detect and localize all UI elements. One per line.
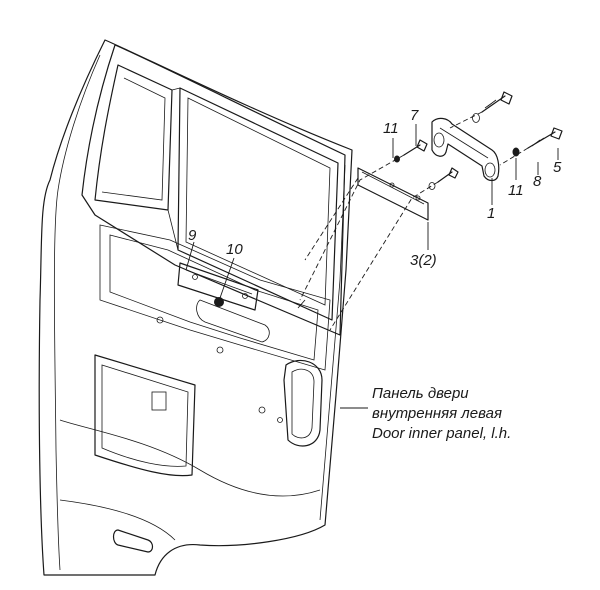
note-line-en: Door inner panel, l.h. bbox=[372, 425, 511, 442]
grab-handle bbox=[431, 117, 500, 182]
armrest-cutout bbox=[196, 299, 270, 343]
note-line-ru-2: внутренняя левая bbox=[372, 405, 502, 422]
callout-11-top: 11 bbox=[383, 120, 399, 137]
door-rear-edge bbox=[319, 164, 346, 521]
callout-5: 5 bbox=[553, 159, 562, 176]
door-lower-curve bbox=[59, 419, 321, 497]
washer-top bbox=[472, 113, 480, 123]
plate-washer-2 bbox=[428, 182, 436, 190]
door-inner-edge bbox=[53, 54, 101, 571]
window-glass-main bbox=[177, 87, 339, 321]
bolt-top bbox=[481, 91, 513, 113]
oval-recess bbox=[283, 359, 323, 447]
washer-right bbox=[512, 147, 520, 157]
pocket-clip bbox=[151, 391, 167, 411]
window-glass-front-inner bbox=[101, 77, 166, 201]
callout-1: 1 bbox=[487, 205, 495, 222]
mounting-bracket bbox=[177, 262, 259, 311]
callout-3: 3(2) bbox=[410, 252, 437, 269]
oval-recess-inner bbox=[291, 368, 315, 439]
hole-1 bbox=[156, 316, 164, 324]
hole-3 bbox=[258, 406, 266, 414]
hole-4 bbox=[277, 417, 283, 423]
window-glass-front bbox=[94, 64, 173, 211]
door-pocket bbox=[94, 354, 196, 477]
callout-9: 9 bbox=[188, 227, 197, 244]
panel-recess bbox=[99, 224, 331, 371]
window-glass-main-inner bbox=[185, 97, 331, 306]
callout-11-right: 11 bbox=[508, 182, 524, 199]
door-sill-curve bbox=[59, 499, 176, 541]
callout-8: 8 bbox=[533, 173, 542, 190]
note-line-ru-1: Панель двери bbox=[372, 385, 469, 402]
lower-slot bbox=[112, 529, 154, 553]
bolt-right bbox=[527, 127, 563, 149]
window-pillar bbox=[167, 87, 181, 251]
door-pocket-inner bbox=[101, 364, 189, 467]
hole-2 bbox=[216, 346, 224, 354]
window-frame-outer bbox=[81, 44, 346, 336]
handle-plate bbox=[357, 167, 429, 221]
bracket-fastener bbox=[214, 297, 224, 307]
callout-7: 7 bbox=[410, 107, 419, 124]
panel-recess-inner bbox=[109, 234, 319, 361]
callout-10: 10 bbox=[226, 241, 243, 258]
door-outline bbox=[38, 39, 353, 576]
